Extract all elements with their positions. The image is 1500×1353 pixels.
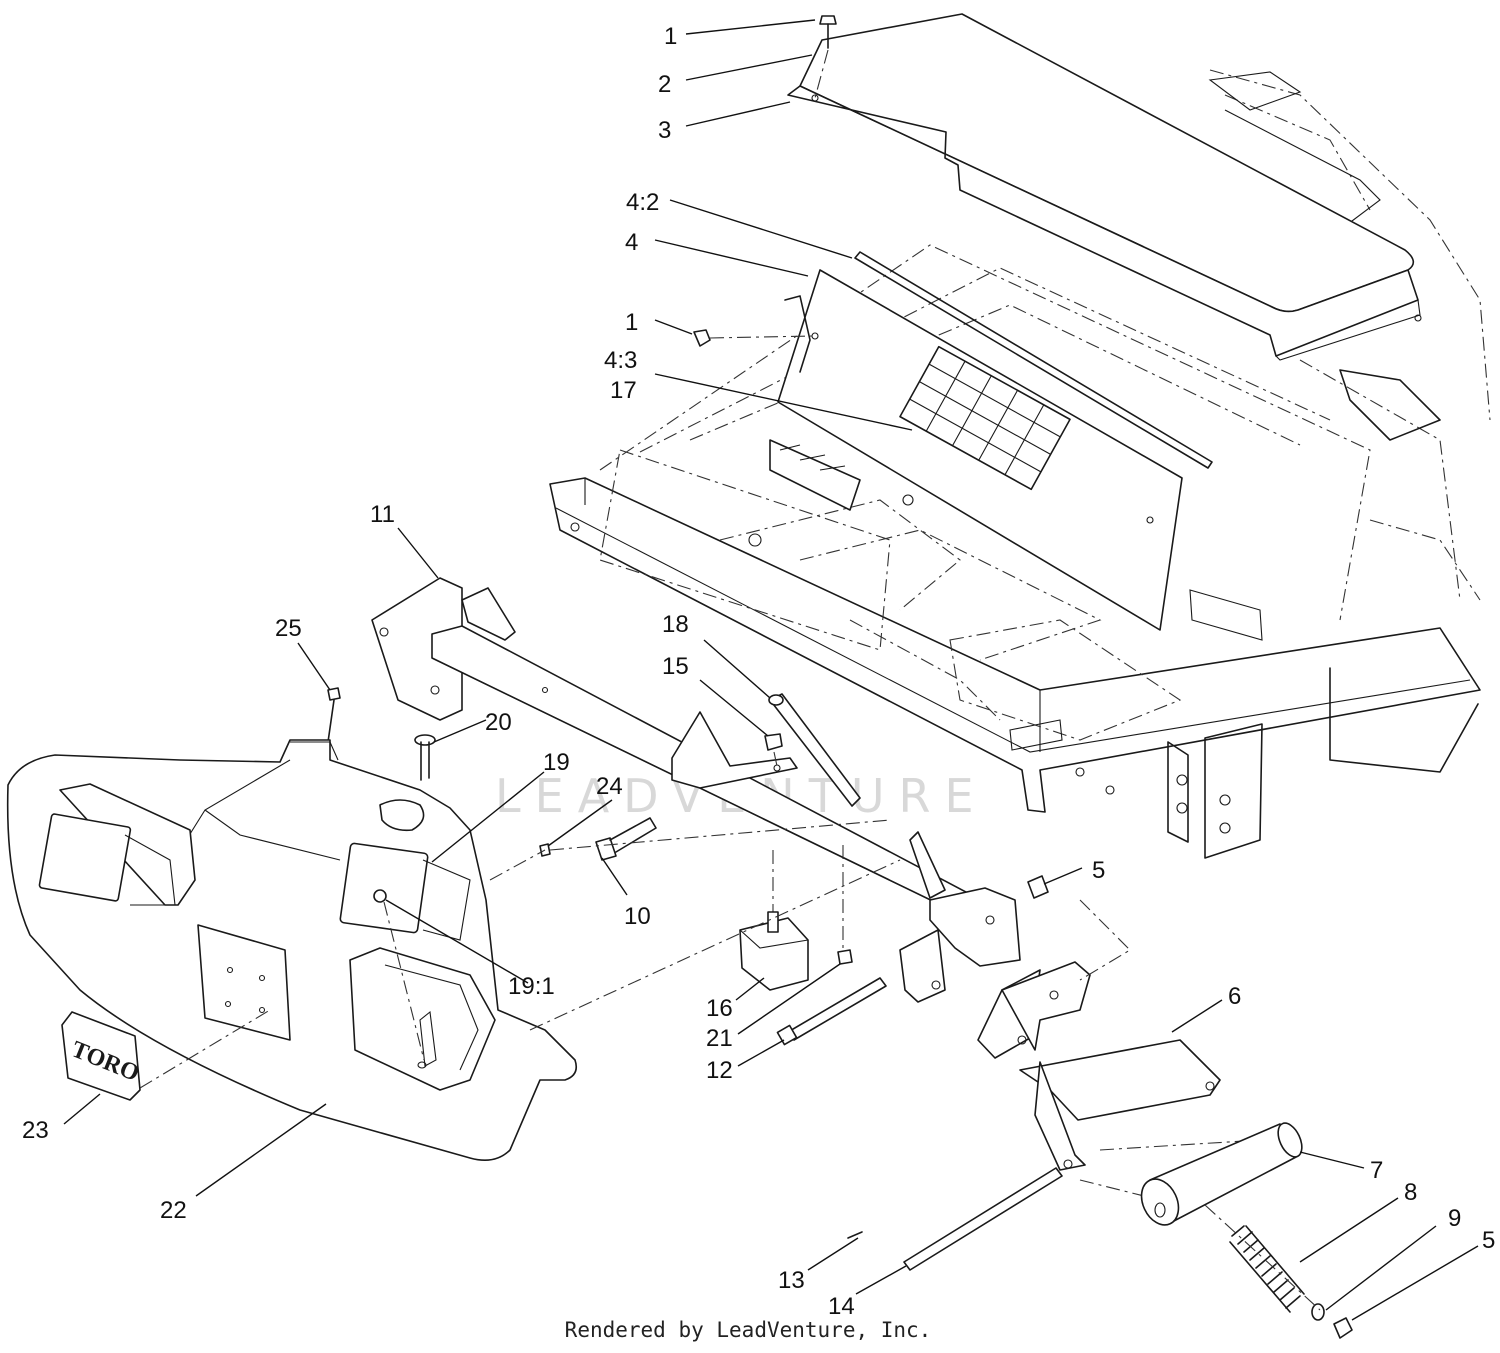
callout-19-1: 19:1 (508, 973, 555, 1000)
roller-assembly (1140, 1122, 1353, 1339)
front-bumper (6, 739, 901, 1161)
callout-24: 24 (596, 773, 623, 800)
callout-4: 4 (625, 229, 638, 256)
footer-text: Rendered by LeadVenture, Inc. (564, 1318, 932, 1342)
toro-emblem: TORO (61, 1009, 271, 1101)
callout-7: 7 (1370, 1157, 1383, 1184)
callout-12: 12 (706, 1057, 733, 1084)
callout-20: 20 (485, 709, 512, 736)
callout-21: 21 (706, 1025, 733, 1052)
callout-8: 8 (1404, 1179, 1417, 1206)
callout-6: 6 (1228, 983, 1241, 1010)
leader-lines (63, 19, 1479, 1321)
callout-9: 9 (1448, 1205, 1461, 1232)
callout-23: 23 (22, 1117, 49, 1144)
callout-11: 11 (370, 501, 395, 528)
compression-spring (1229, 1225, 1305, 1313)
left-headlight (38, 813, 132, 902)
main-frame (549, 69, 1491, 859)
callout-2: 2 (658, 71, 671, 98)
top-cover-plate (787, 13, 1422, 361)
callout-17: 17 (610, 377, 637, 404)
callout-5: 5 (1092, 857, 1105, 884)
callout-25: 25 (275, 615, 302, 642)
callout-22: 22 (160, 1197, 187, 1224)
callout-labels: 1 2 3 4:2 4 1 4:3 17 11 25 18 15 20 19 2… (22, 23, 1495, 1320)
callout-13: 13 (778, 1267, 805, 1294)
fasteners (327, 15, 891, 965)
callout-5b: 5 (1482, 1227, 1495, 1254)
callout-1b: 1 (625, 309, 638, 336)
callout-19: 19 (543, 749, 570, 776)
rubber-bumper (739, 911, 809, 991)
callout-18: 18 (662, 611, 689, 638)
callout-1: 1 (664, 23, 677, 50)
callout-4-2: 4:2 (626, 189, 659, 216)
callout-4-3: 4:3 (604, 347, 637, 374)
callout-10: 10 (624, 903, 651, 930)
callout-16: 16 (706, 995, 733, 1022)
callout-3: 3 (658, 117, 671, 144)
center-panel (769, 251, 1213, 631)
rendered-by-footer: Rendered by LeadVenture, Inc. (0, 1318, 1500, 1342)
callout-15: 15 (662, 653, 689, 680)
callout-14: 14 (828, 1293, 855, 1320)
hitch-bracket (977, 899, 1261, 1201)
right-headlight (339, 842, 429, 934)
front-tube-bar (371, 577, 1021, 1003)
pins-and-nuts (776, 875, 1063, 1271)
